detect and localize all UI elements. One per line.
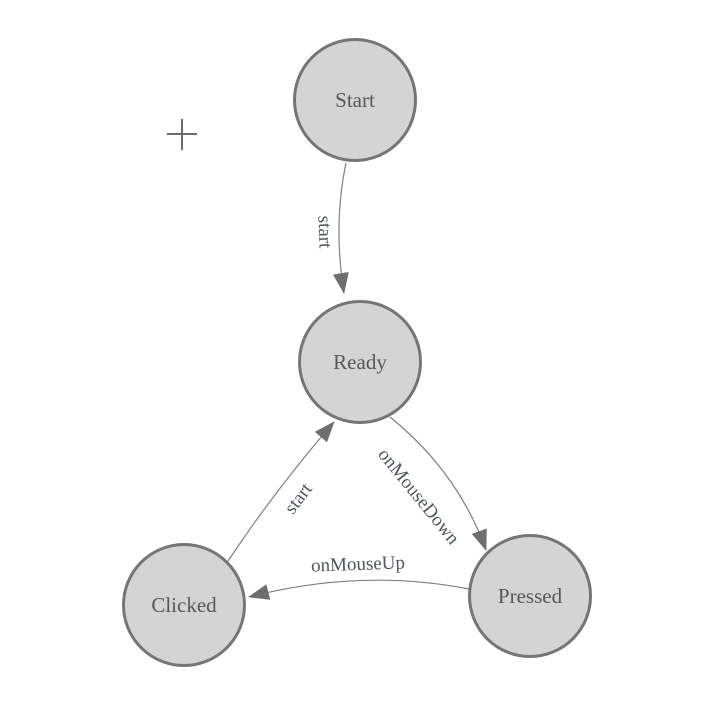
edge-pressed-to-clicked[interactable]: [248, 579, 470, 600]
node-clicked-label: Clicked: [151, 592, 217, 617]
node-start-label: Start: [335, 87, 375, 112]
edge-label-pressed-to-clicked: onMouseUp: [310, 552, 406, 577]
origin-crosshair-icon: [167, 119, 197, 150]
edge-start-to-ready[interactable]: [332, 162, 349, 294]
node-ready[interactable]: Ready: [298, 300, 422, 424]
node-ready-label: Ready: [333, 349, 387, 374]
edge-label-start-to-ready: start: [313, 215, 336, 249]
node-pressed-label: Pressed: [497, 583, 563, 608]
node-pressed[interactable]: Pressed: [468, 534, 592, 658]
edge-ready-to-pressed[interactable]: [389, 416, 487, 551]
node-clicked[interactable]: Clicked: [122, 543, 246, 667]
node-start[interactable]: Start: [293, 38, 417, 162]
edge-clicked-to-ready[interactable]: [227, 421, 335, 562]
